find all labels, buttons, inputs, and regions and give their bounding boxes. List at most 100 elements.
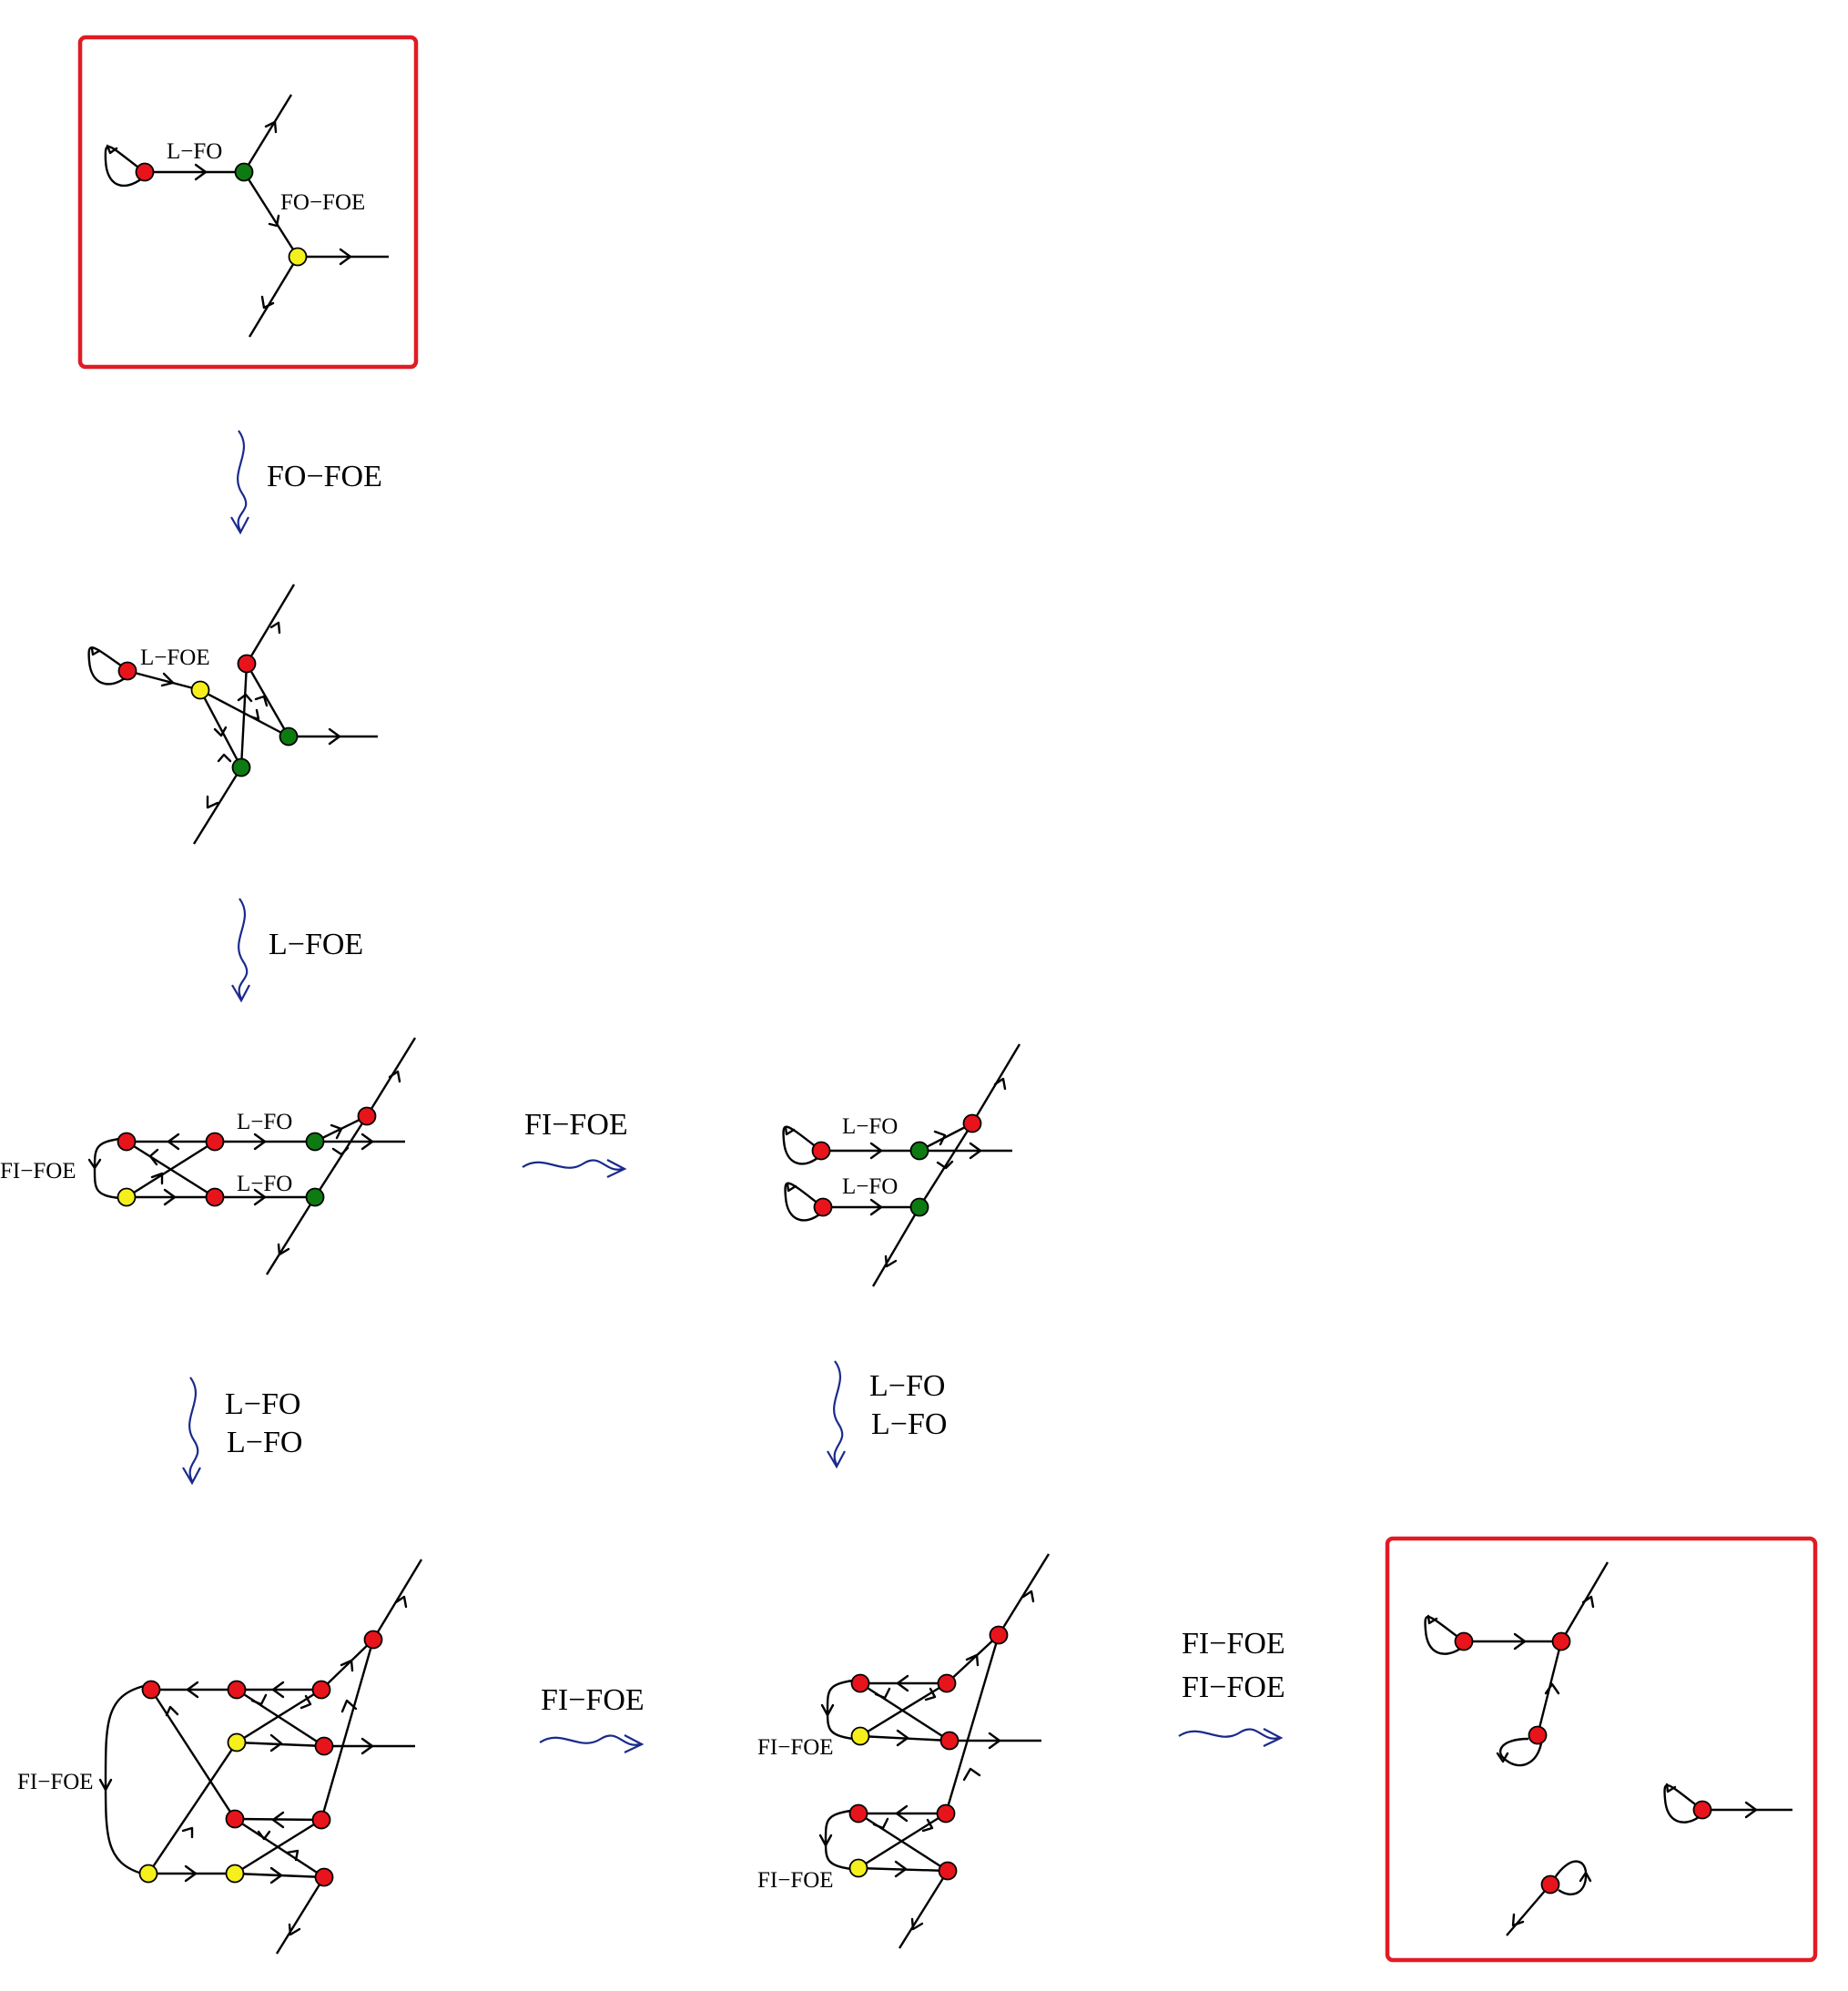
node-red [1692,1800,1712,1820]
arrowhead [894,1860,908,1878]
arrowhead [213,726,228,737]
arrowhead [231,984,250,1003]
node-red [225,1809,245,1829]
edge-label: FO−FOE [280,190,365,215]
edge [149,1689,237,1820]
arrowhead [260,295,275,310]
arrowhead [1513,1632,1527,1651]
arrowhead [988,1732,1001,1750]
loop-edge [1424,1615,1461,1655]
edge [919,1122,973,1153]
arrowhead [165,1705,179,1717]
arrowhead [910,1917,924,1931]
arrowhead [962,1767,981,1782]
move-l-fo-l-fo-left: L−FO L−FO [182,1376,302,1486]
arrowhead [1263,1728,1284,1747]
node-red [314,1867,334,1887]
node-red [811,1141,831,1161]
arrowhead [869,1198,883,1216]
arrowhead [895,1804,909,1823]
edge [313,1115,369,1198]
arrowhead [163,1188,177,1206]
edge-label: FI−FOE [0,1159,76,1183]
node-yellow [190,680,210,700]
arrowhead [98,1778,113,1792]
node-yellow [117,1187,137,1207]
node-green [909,1197,929,1217]
arrowhead [969,1142,982,1160]
node-red [311,1680,331,1700]
loop-edge [826,1679,854,1741]
move-label: FO−FOE [267,460,382,493]
arrowhead [924,1687,937,1701]
wavy-arrow-down [833,1360,844,1466]
node-red [141,1680,161,1700]
arrowhead [1496,1752,1509,1763]
node-green [909,1141,929,1161]
node-red [937,1673,957,1693]
node-red [314,1736,334,1756]
arrowhead [936,1160,954,1170]
arrowhead [288,1923,301,1936]
arrowhead [1427,1614,1438,1625]
node-red [1528,1725,1548,1745]
arrowhead [268,214,280,228]
edge [242,94,293,173]
edge [320,1639,374,1691]
node-red [850,1673,870,1693]
arrowhead [606,1159,627,1178]
arrowhead [896,1729,909,1747]
loop-edge [784,1182,820,1222]
move-label: L−FOE [269,928,363,961]
arrowhead [182,1467,201,1486]
arrowhead [884,1255,898,1268]
edge [1506,1884,1551,1936]
edge-label: L−FO [842,1174,898,1199]
arrowhead [106,144,118,155]
arrowhead [253,1188,267,1206]
node-red [813,1197,833,1217]
loop-edge [104,146,143,188]
wavy-arrow-right [1178,1728,1280,1740]
arrowhead [271,1811,285,1829]
arrowhead [388,1070,401,1083]
node-red [205,1132,225,1152]
move-l-fo-l-fo-right: L−FO L−FO [827,1360,947,1469]
arrowhead [965,1653,980,1667]
edge [859,1734,950,1742]
node-green [305,1132,325,1152]
arrowhead [786,1182,797,1193]
node-red [311,1810,331,1830]
move-label: FI−FOE [541,1683,645,1717]
edge [944,1634,1000,1814]
node-red [135,162,155,182]
node-red [237,654,257,674]
arrowhead [253,1133,267,1151]
node-green [305,1187,325,1207]
loop-edge [782,1125,818,1165]
node-red [939,1731,960,1751]
node-green [234,162,254,182]
node-red [227,1680,247,1700]
arrowhead [285,1849,300,1862]
arrowhead [230,516,249,535]
edge [245,584,296,665]
arrowhead [264,120,278,134]
wavy-arrow-down [238,898,249,1000]
node-red [848,1803,868,1823]
graph-3: L−FO L−FO FI−FOE [0,1037,417,1275]
move-fi-foe-fi-foe: FI−FOE FI−FOE [1178,1627,1285,1747]
edge [239,663,249,768]
arrowhead [217,753,232,763]
node-red [938,1861,958,1881]
edge [234,1818,322,1875]
arrowhead [250,1693,268,1706]
arrowhead [206,795,219,809]
arrowhead [254,695,269,707]
edge-label: L−FOE [140,645,210,670]
arrowhead [1511,1913,1525,1927]
wavy-arrow-right [539,1734,641,1746]
node-red [357,1106,377,1126]
arrowhead [820,1703,835,1717]
loop-edge [1498,1737,1543,1767]
